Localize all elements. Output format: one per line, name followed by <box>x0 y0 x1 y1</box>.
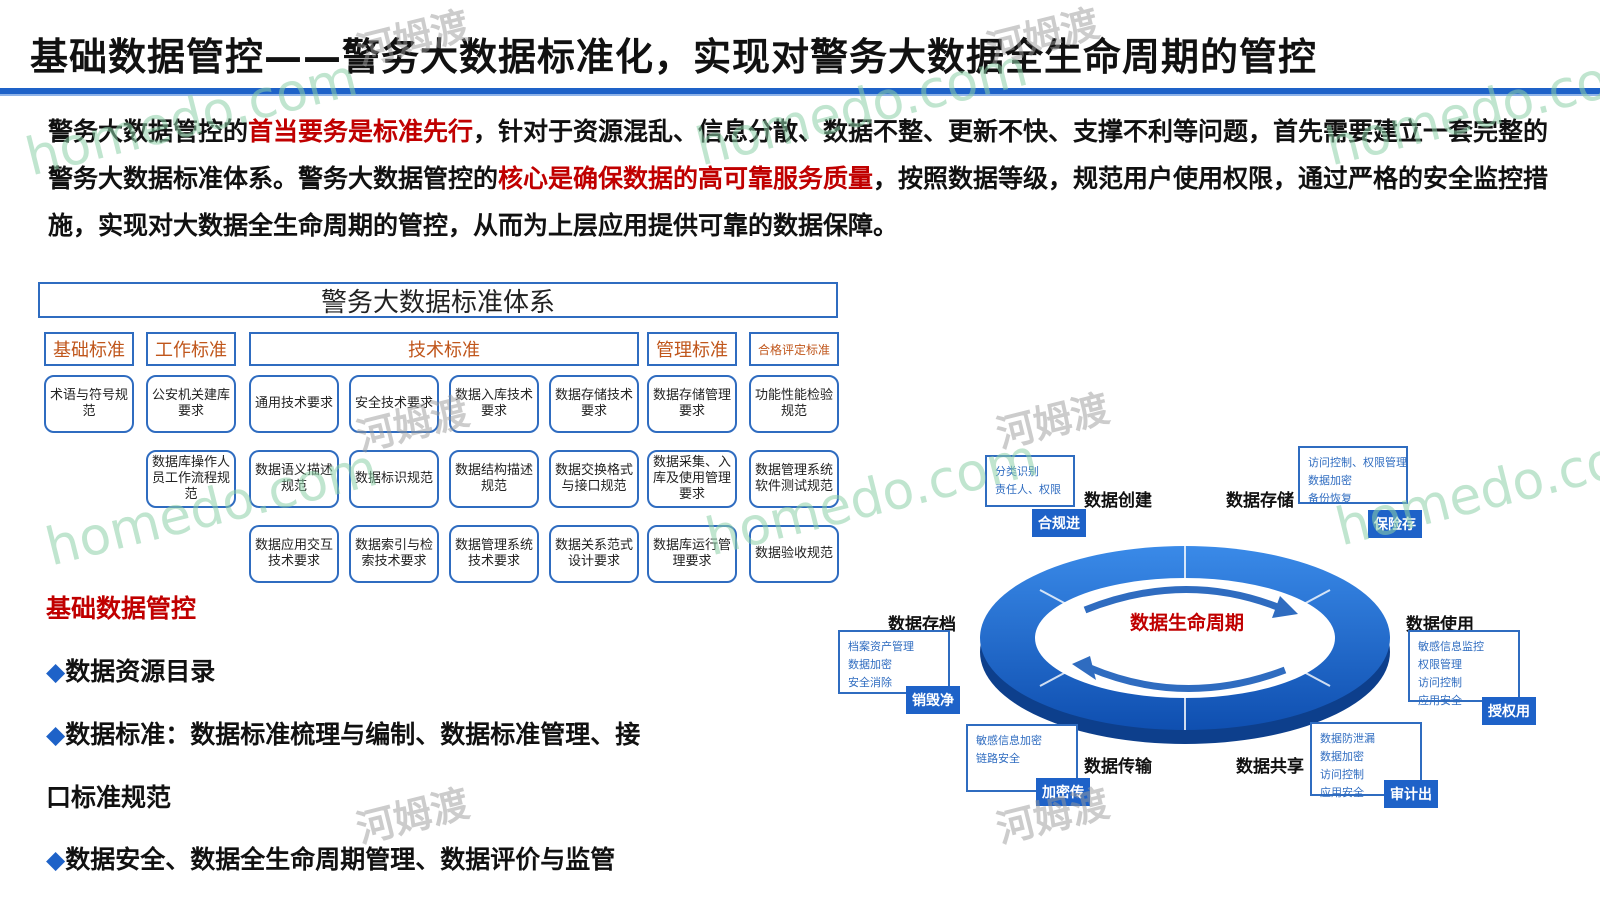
intro-highlight-2: 核心是确保数据的高可靠服务质量 <box>498 164 874 193</box>
lifecycle-center-label: 数据生命周期 <box>1130 612 1245 634</box>
stage-create-tag: 合规进 <box>1032 509 1086 537</box>
std-cell: 数据库运行管理要求 <box>647 525 737 583</box>
stage-transfer-line: 敏感信息加密 <box>976 734 1042 747</box>
std-cell: 数据存储管理要求 <box>647 375 737 433</box>
category-basic: 基础标准 <box>44 332 134 366</box>
std-cell: 数据标识规范 <box>349 450 439 508</box>
intro-text-3: ，按照数据等级，规范用户使用权限，通过严格的安全监控措施，实现对大数据全生命周期… <box>48 164 1549 240</box>
std-cell: 数据应用交互技术要求 <box>249 525 339 583</box>
stage-share-line: 应用安全 <box>1320 786 1364 799</box>
bullet-continuation: 口标准规范 <box>46 783 172 812</box>
stage-store-line: 访问控制、权限管理 <box>1308 456 1407 469</box>
intro-paragraph: 警务大数据管控的首当要务是标准先行，针对于资源混乱、信息分散、数据不整、更新不快… <box>48 108 1568 249</box>
std-cell: 数据关系范式设计要求 <box>549 525 639 583</box>
stage-use-tag: 授权用 <box>1482 697 1536 725</box>
std-cell: 数据语义描述规范 <box>249 450 339 508</box>
stage-share-line: 访问控制 <box>1320 768 1364 781</box>
diamond-bullet-icon: ◆ <box>46 657 66 686</box>
std-cell: 安全技术要求 <box>349 375 439 433</box>
stage-use-box: 敏感信息监控 权限管理 访问控制 应用安全 <box>1408 630 1520 707</box>
stage-store-tag: 保险存 <box>1368 510 1422 538</box>
bullet-text: 数据资源目录 <box>65 657 216 686</box>
stage-transfer-label: 数据传输 <box>1084 757 1152 777</box>
intro-highlight-1: 首当要务是标准先行 <box>248 117 474 146</box>
bullet-item: ◆数据安全、数据全生命周期管理、数据评价与监管 <box>46 840 615 876</box>
stage-share-line: 数据加密 <box>1320 750 1364 763</box>
stage-store-line: 备份恢复 <box>1308 492 1352 505</box>
bullet-text: 数据安全、数据全生命周期管理、数据评价与监管 <box>65 845 616 874</box>
std-cell: 数据索引与检索技术要求 <box>349 525 439 583</box>
std-cell: 术语与符号规范 <box>44 375 134 433</box>
stage-transfer-line: 链路安全 <box>976 752 1020 765</box>
stage-use-line: 敏感信息监控 <box>1418 640 1484 653</box>
title-underline-light <box>0 94 1600 96</box>
stage-store-box: 访问控制、权限管理 数据加密 备份恢复 <box>1298 446 1408 505</box>
section-title: 基础数据管控 <box>46 594 197 623</box>
category-work: 工作标准 <box>146 332 236 366</box>
watermark: 河姆渡 <box>992 386 1114 457</box>
lifecycle-ring <box>980 546 1390 744</box>
std-cell: 通用技术要求 <box>249 375 339 433</box>
stage-share-label: 数据共享 <box>1236 757 1304 777</box>
diamond-bullet-icon: ◆ <box>46 845 66 874</box>
intro-text-1: 警务大数据管控的 <box>48 117 249 146</box>
std-cell: 公安机关建库要求 <box>146 375 236 433</box>
bullet-text: 数据标准：数据标准梳理与编制、数据标准管理、接 <box>65 720 641 749</box>
bullet-item: ◆数据标准：数据标准梳理与编制、数据标准管理、接 <box>46 715 640 751</box>
std-cell: 数据交换格式与接口规范 <box>549 450 639 508</box>
stage-create-label: 数据创建 <box>1084 491 1152 511</box>
page-title: 基础数据管控——警务大数据标准化，实现对警务大数据全生命周期的管控 <box>30 35 1318 79</box>
category-management: 管理标准 <box>647 332 737 366</box>
diamond-bullet-icon: ◆ <box>46 720 66 749</box>
standards-title: 警务大数据标准体系 <box>38 282 838 318</box>
std-cell: 数据结构描述规范 <box>449 450 539 508</box>
stage-archive-line: 档案资产管理 <box>848 640 914 653</box>
std-cell: 数据采集、入库及使用管理要求 <box>647 450 737 508</box>
stage-share-tag: 审计出 <box>1384 780 1438 808</box>
stage-store-line: 数据加密 <box>1308 474 1352 487</box>
stage-create-line: 分类识别 <box>995 465 1039 478</box>
title-underline <box>0 88 1600 94</box>
stage-use-line: 访问控制 <box>1418 676 1462 689</box>
std-cell: 数据入库技术要求 <box>449 375 539 433</box>
category-conformity: 合格评定标准 <box>749 332 839 366</box>
stage-share-line: 数据防泄漏 <box>1320 732 1375 745</box>
stage-archive-tag: 销毁净 <box>906 686 960 714</box>
std-cell: 数据存储技术要求 <box>549 375 639 433</box>
stage-create-line: 责任人、权限 <box>995 483 1061 496</box>
std-cell: 数据验收规范 <box>749 525 839 583</box>
stage-use-line: 权限管理 <box>1418 658 1462 671</box>
stage-create-box: 分类识别 责任人、权限 <box>985 455 1075 507</box>
stage-transfer-box: 敏感信息加密 链路安全 <box>966 724 1078 792</box>
stage-store-label: 数据存储 <box>1226 491 1294 511</box>
stage-use-line: 应用安全 <box>1418 694 1462 707</box>
stage-archive-line: 安全消除 <box>848 676 892 689</box>
std-cell: 数据库操作人员工作流程规范 <box>146 450 236 508</box>
std-cell: 功能性能检验规范 <box>749 375 839 433</box>
intro-text-2: ，针对于资源混乱、信息分散、数据不整、更新不快、支撑不利等问题，首先需要建立一套… <box>48 117 1549 193</box>
stage-transfer-tag: 加密传 <box>1036 778 1090 806</box>
bullet-item: ◆数据资源目录 <box>46 652 215 688</box>
category-technical: 技术标准 <box>249 332 639 366</box>
std-cell: 数据管理系统技术要求 <box>449 525 539 583</box>
stage-archive-box: 档案资产管理 数据加密 安全消除 <box>838 630 950 694</box>
std-cell: 数据管理系统软件测试规范 <box>749 450 839 508</box>
stage-archive-line: 数据加密 <box>848 658 892 671</box>
